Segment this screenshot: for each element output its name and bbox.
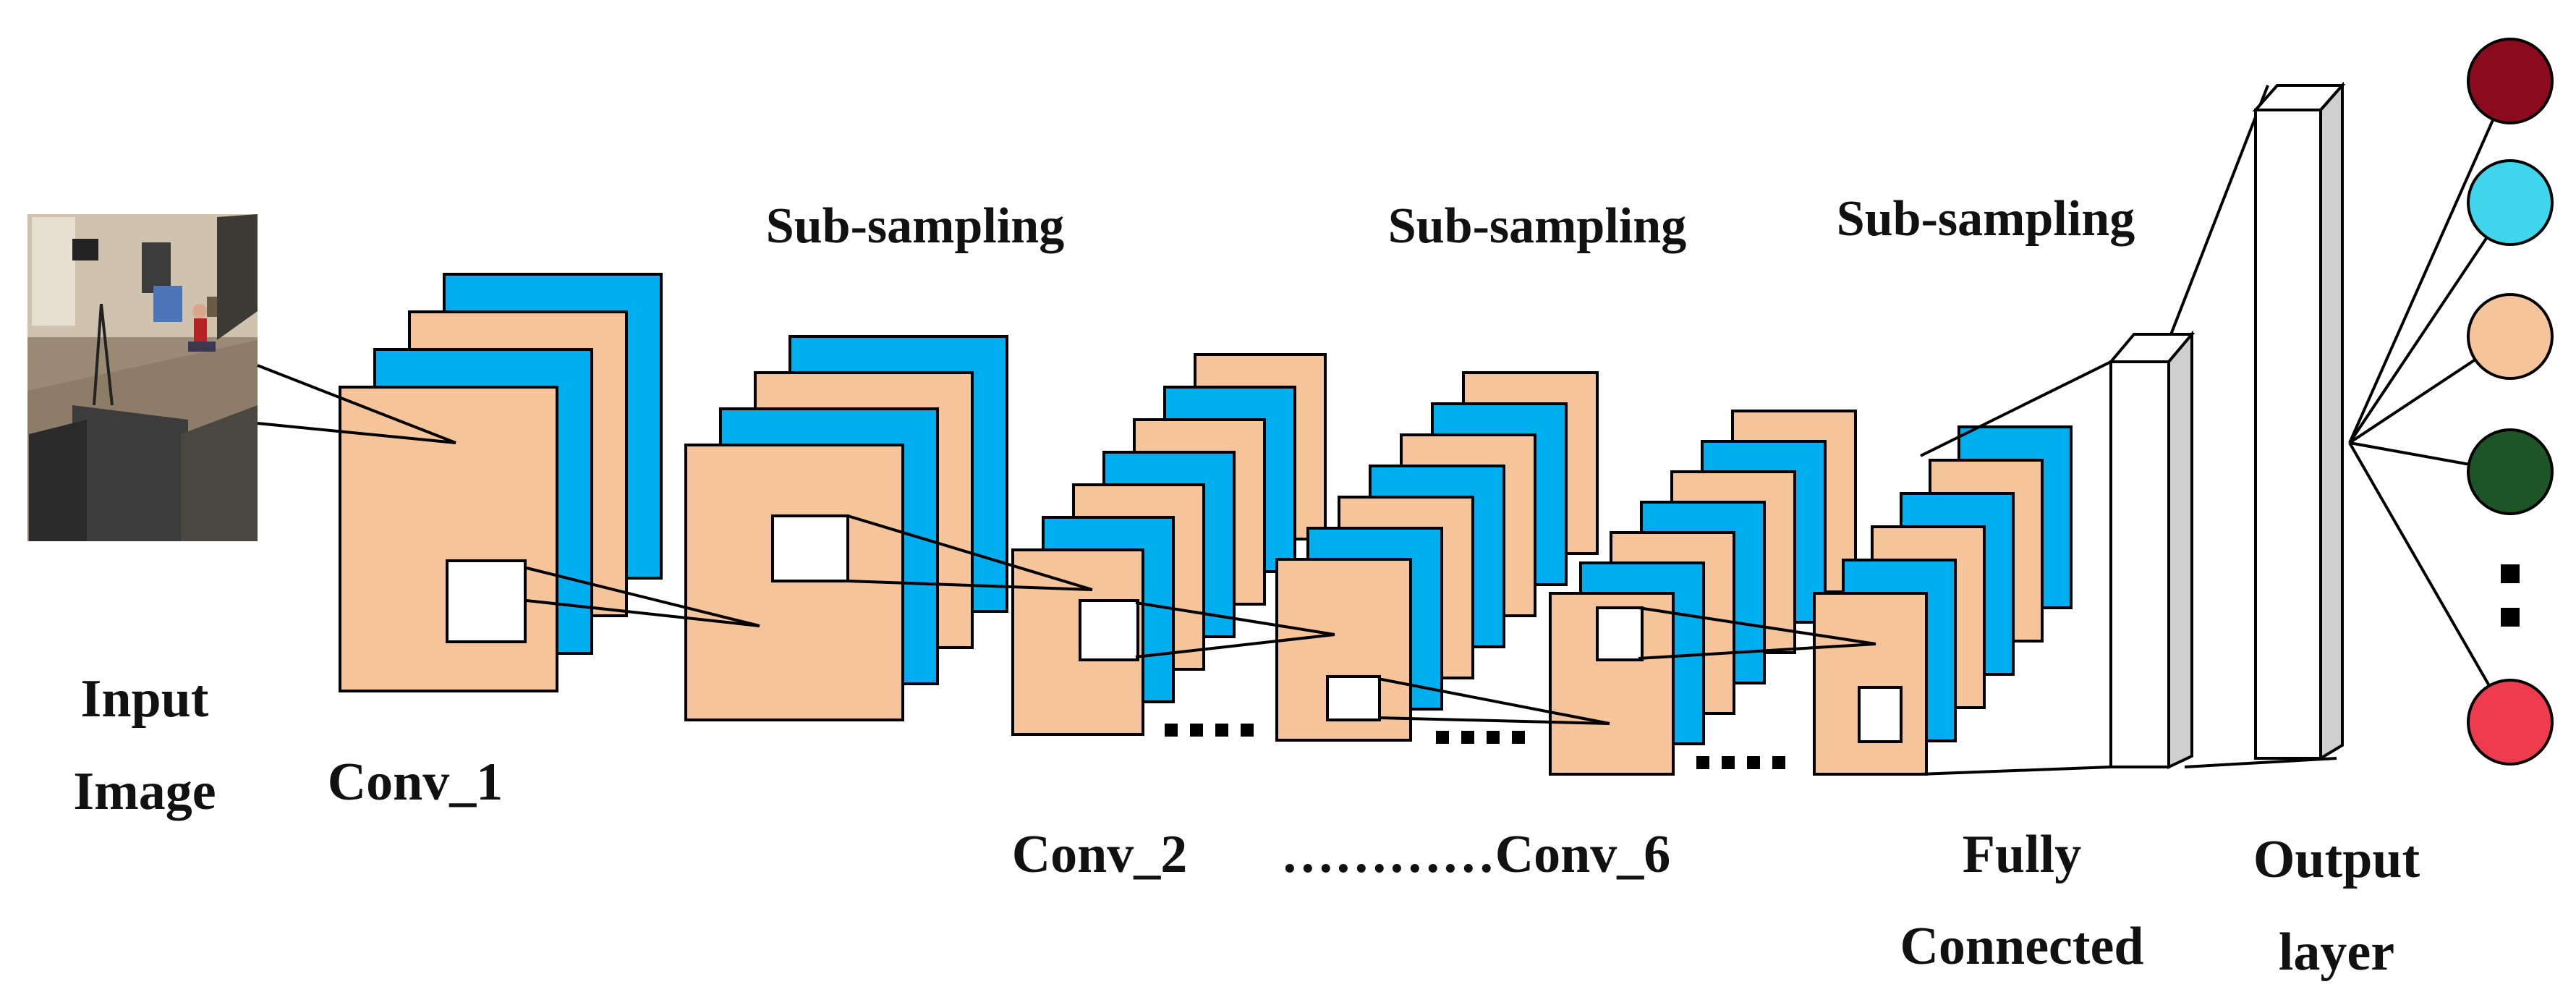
stack-conv1-receptive-box — [446, 559, 527, 643]
stack-last — [1813, 425, 2073, 776]
label-conv1: Conv_1 — [328, 753, 503, 812]
fully-connected-prism — [2107, 330, 2195, 770]
stack-last-map — [1813, 592, 1928, 776]
stack-mid-receptive-box — [1326, 675, 1381, 721]
label-output-line2: layer — [2279, 923, 2394, 982]
stack-conv6-receptive-box — [1596, 606, 1644, 661]
output-node-ellipsis — [2501, 564, 2520, 627]
label-conv6: …………Conv_6 — [1281, 825, 1671, 884]
stack-conv6-map — [1549, 592, 1675, 776]
stack-conv1 — [339, 273, 663, 692]
stack-conv1-map — [339, 386, 558, 692]
output-layer-prism — [2252, 81, 2346, 761]
feature-map-stacks — [339, 273, 2073, 776]
continuation-dots — [1165, 724, 1785, 769]
label-output-line1: Output — [2253, 830, 2420, 889]
output-node-4 — [2467, 428, 2554, 515]
output-nodes — [2467, 38, 2554, 766]
output-node-2 — [2467, 159, 2554, 246]
stack-conv2-receptive-box — [1079, 599, 1139, 661]
label-fully-connected-line2: Connected — [1900, 917, 2143, 976]
output-node-1 — [2467, 38, 2554, 124]
label-sub-sampling-1: Sub-sampling — [766, 198, 1064, 254]
label-sub-sampling-3: Sub-sampling — [1837, 191, 2135, 247]
stack-sub1 — [684, 335, 1008, 721]
stack-conv2 — [1011, 353, 1327, 736]
output-node-3 — [2467, 293, 2554, 380]
output-node-5 — [2467, 679, 2554, 766]
label-input-line1: Input — [81, 669, 209, 729]
stack-sub1-receptive-box — [771, 514, 849, 582]
input-image — [27, 214, 258, 541]
label-input-line2: Image — [73, 762, 216, 821]
labels: Input Image Conv_1 Sub-sampling Conv_2 S… — [73, 191, 2420, 982]
label-sub-sampling-2: Sub-sampling — [1388, 198, 1686, 254]
label-conv2: Conv_2 — [1012, 825, 1188, 884]
stack-last-receptive-box — [1858, 686, 1903, 743]
stack-mid — [1275, 371, 1599, 742]
label-fully-connected-line1: Fully — [1963, 825, 2081, 884]
